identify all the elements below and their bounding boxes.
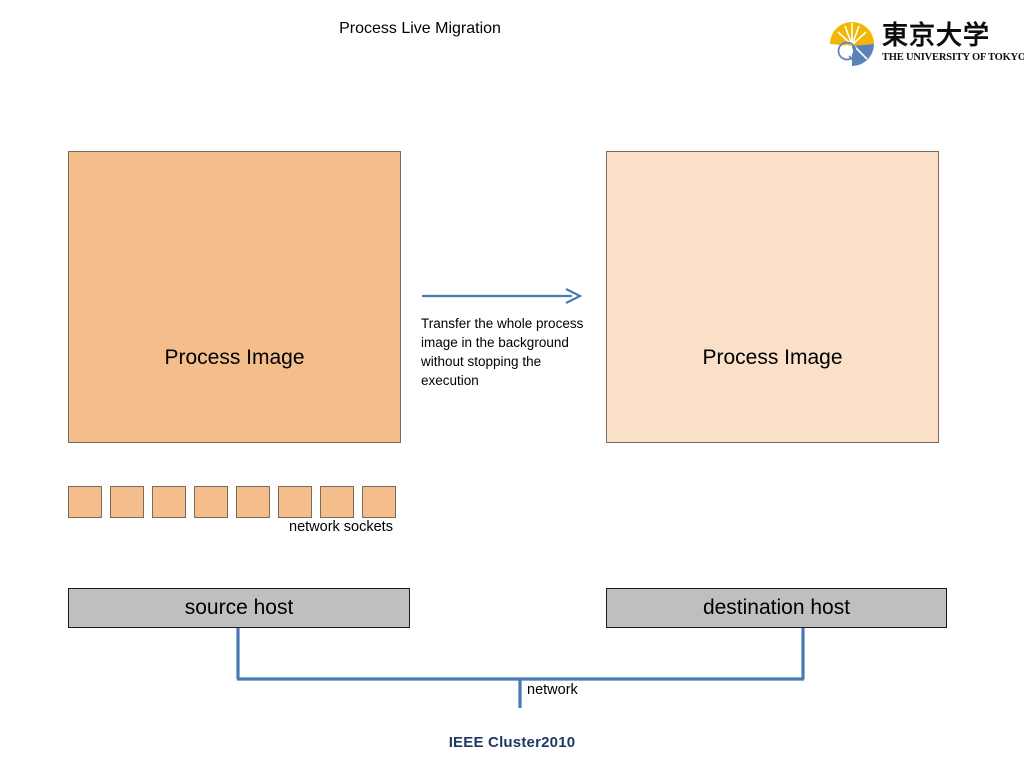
university-name-english: THE UNIVERSITY OF TOKYO [882, 52, 1024, 63]
destination-host-label: destination host [702, 596, 851, 619]
source-host-label: source host [184, 596, 294, 619]
network-bus-connector [230, 624, 815, 716]
socket-square [278, 486, 312, 518]
socket-square [110, 486, 144, 518]
socket-square [362, 486, 396, 518]
socket-square [236, 486, 270, 518]
source-process-image-label: Process Image [164, 346, 305, 369]
university-logo-text: 東京大学 THE UNIVERSITY OF TOKYO [882, 21, 1024, 64]
network-sockets-label: network sockets [289, 519, 393, 535]
destination-host-bar: destination host [606, 588, 947, 628]
socket-square [68, 486, 102, 518]
network-sockets-row [68, 486, 408, 518]
slide-footer: IEEE Cluster2010 [448, 734, 576, 751]
source-host-bar: source host [68, 588, 410, 628]
page-title-wrapper: Process Live Migration [60, 20, 780, 38]
university-logo: 東京大学 THE UNIVERSITY OF TOKYO [828, 20, 1024, 74]
destination-process-image-box: Process Image [606, 151, 939, 443]
page-title: Process Live Migration [339, 20, 501, 37]
utokyo-ginkgo-emblem-icon [828, 20, 876, 68]
destination-process-image-label: Process Image [702, 346, 843, 369]
network-label: network [527, 682, 578, 698]
socket-square [320, 486, 354, 518]
socket-square [152, 486, 186, 518]
transfer-caption: Transfer the whole process image in the … [421, 316, 584, 388]
source-process-image-box: Process Image [68, 151, 401, 443]
university-name-japanese: 東京大学 [882, 21, 991, 51]
socket-square [194, 486, 228, 518]
transfer-arrow-right-icon [420, 286, 586, 306]
